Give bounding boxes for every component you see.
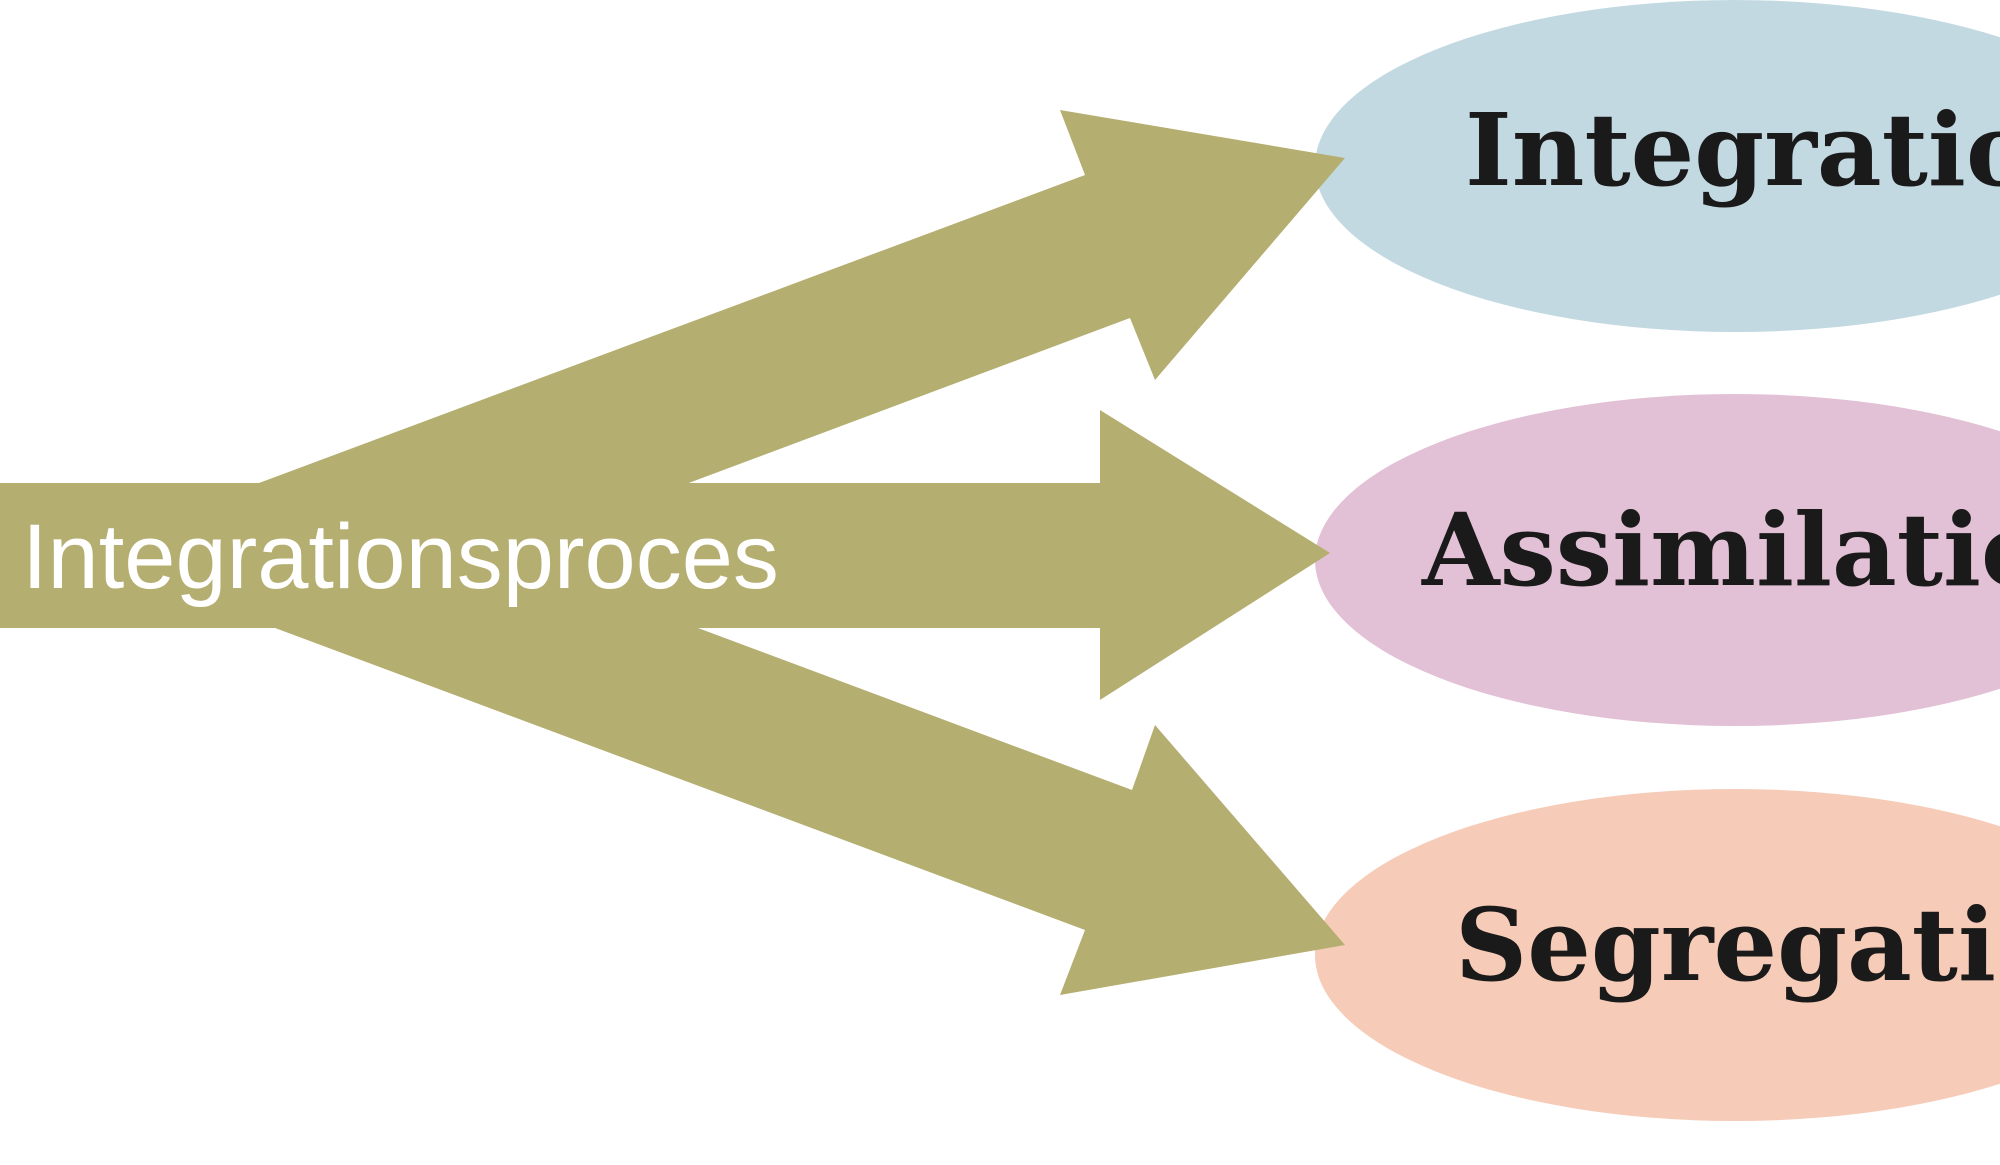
arrow-to-segregation [200, 600, 1345, 995]
source-label: Integrationsproces [22, 506, 779, 608]
outcome-label-assimilation: Assimilation [1421, 491, 2000, 609]
outcome-ellipse-segregation [1315, 789, 2000, 1121]
outcome-label-integration: Integration [1465, 91, 2000, 209]
outcome-ellipse-assimilation [1315, 394, 2000, 726]
arrow-group [0, 110, 1345, 995]
outcome-label-segregation: Segregation [1455, 886, 2000, 1004]
arrow-to-integration [200, 110, 1345, 505]
outcome-ellipse-integration [1315, 0, 2000, 332]
